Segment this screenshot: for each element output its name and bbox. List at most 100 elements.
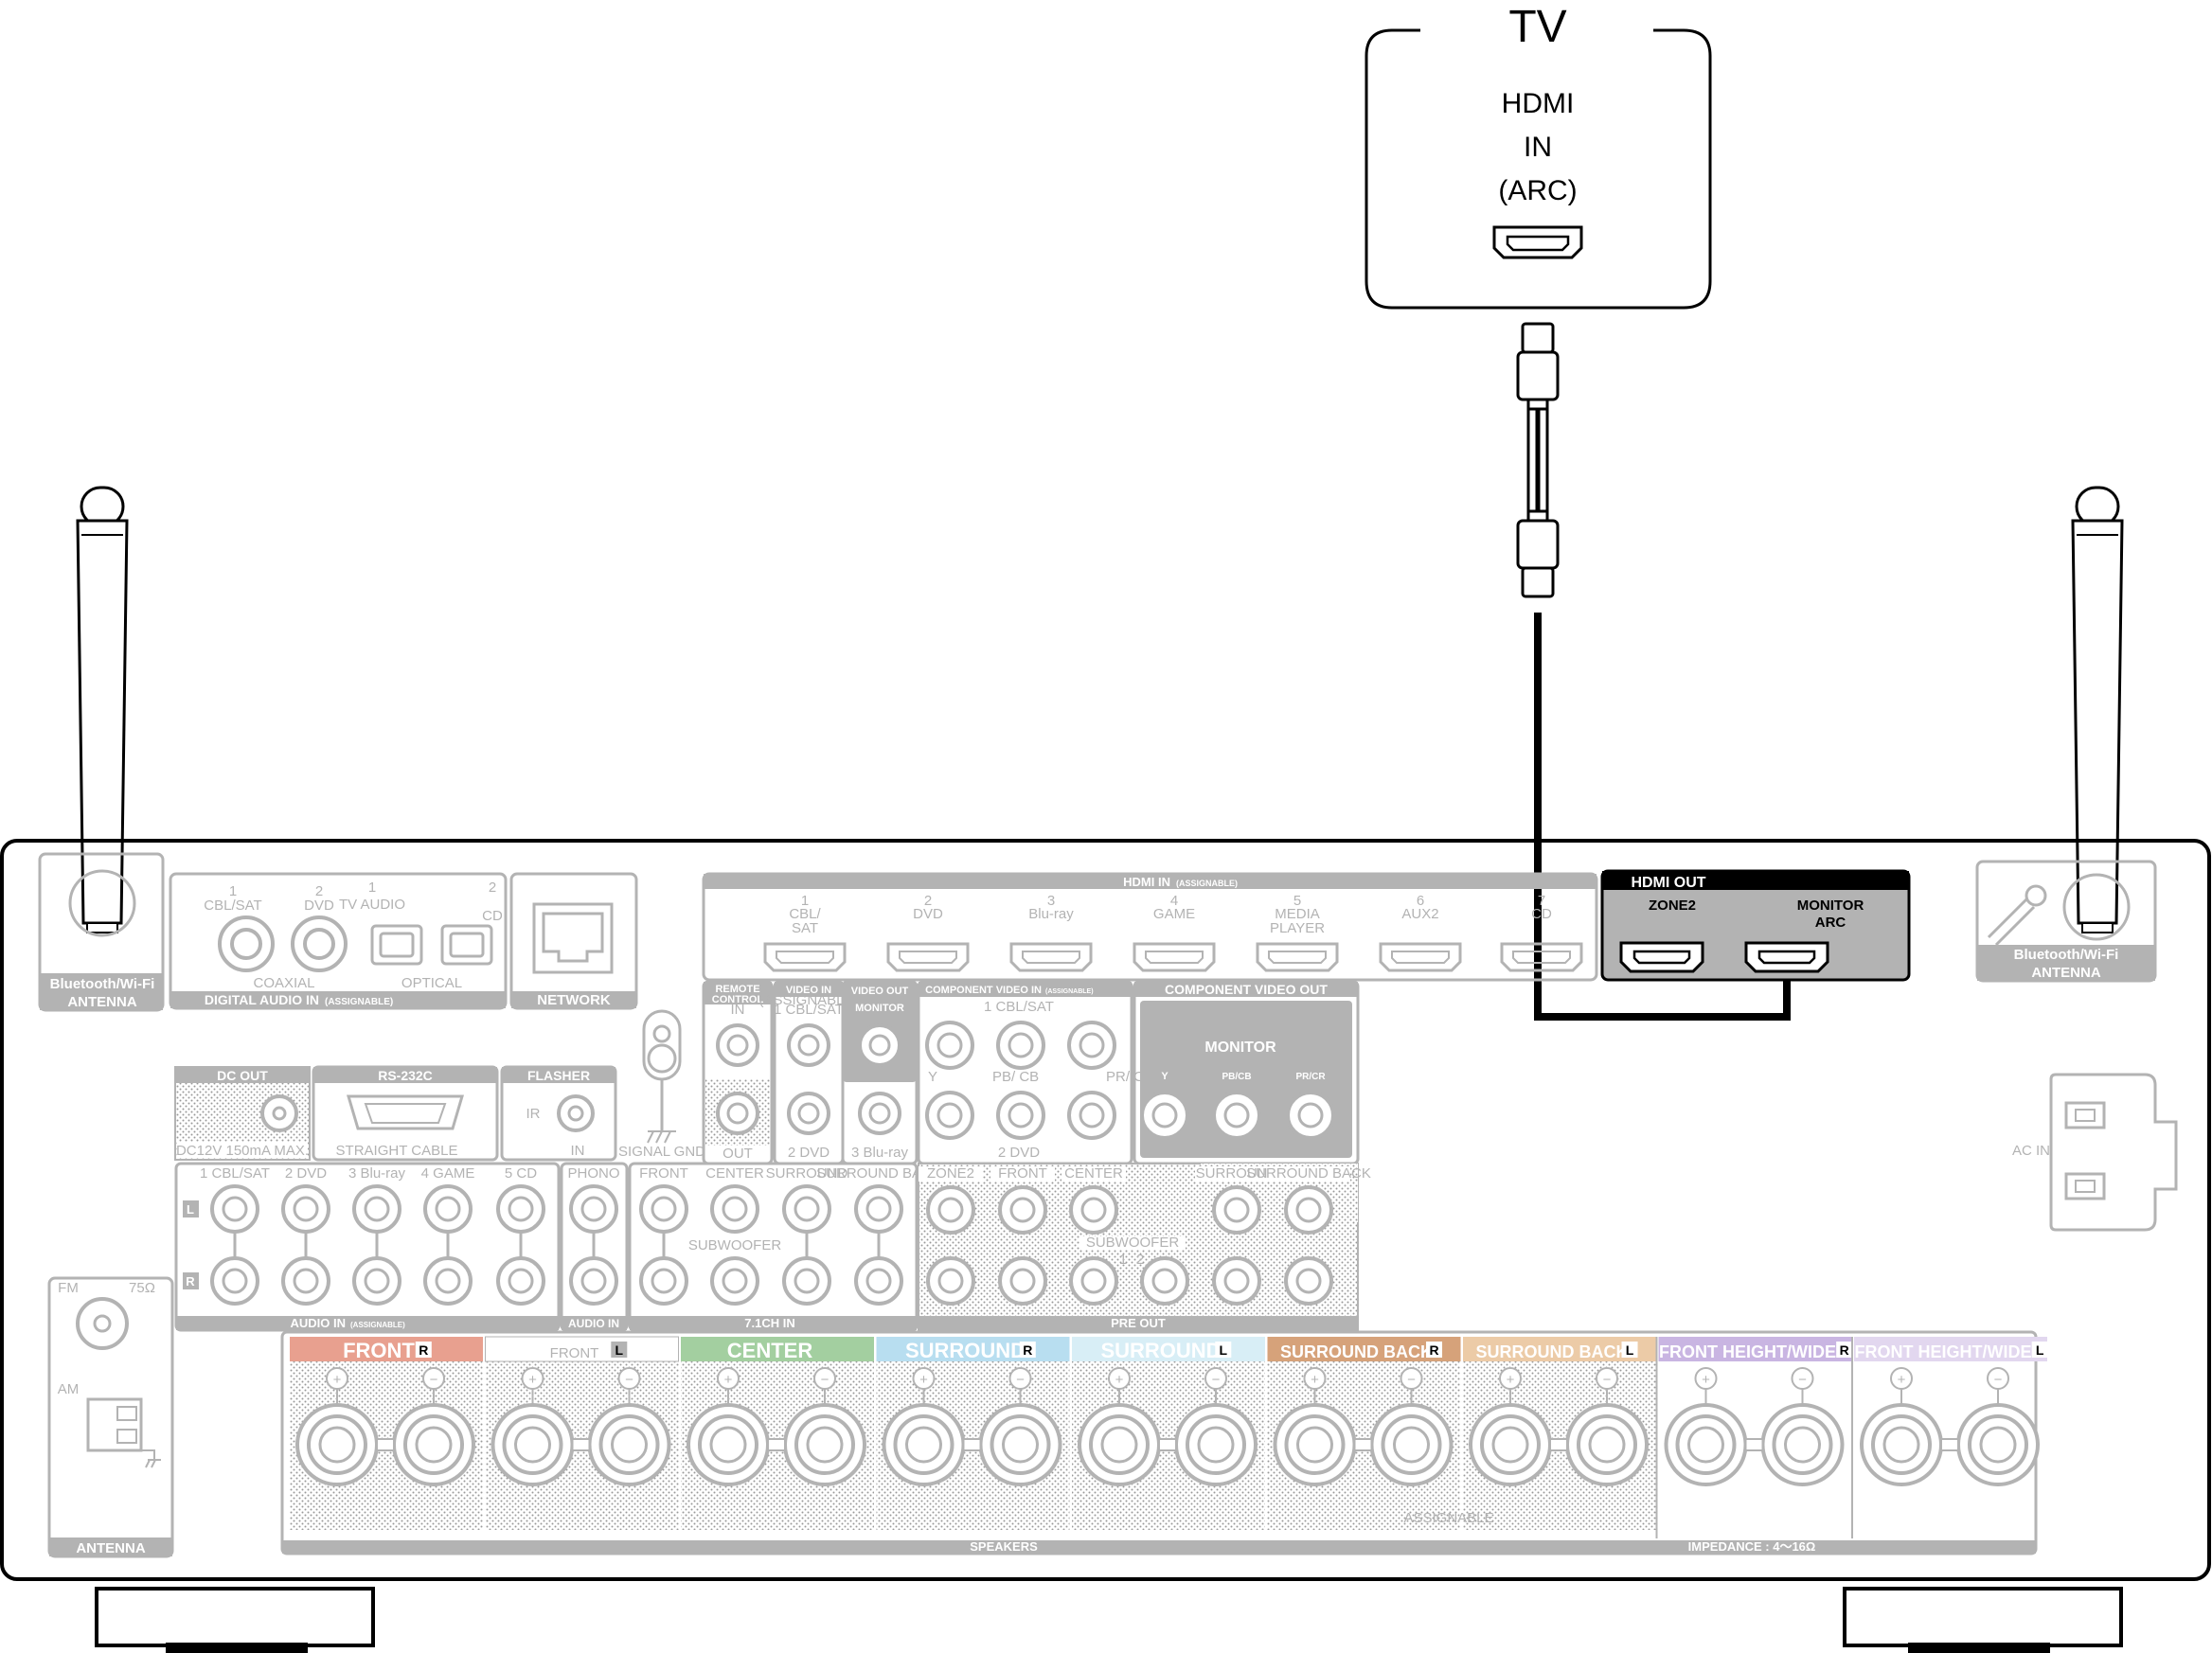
tv-title: TV xyxy=(1508,2,1566,52)
tv-port-line-3: (ARC) xyxy=(1498,175,1577,206)
speaker-channel-6-plus-terminal xyxy=(1273,1403,1357,1486)
tv-port-line-2: IN xyxy=(1524,132,1552,163)
speaker-channel-6-minus: − xyxy=(1407,1372,1416,1388)
speaker-channel-9-plus-terminal xyxy=(1860,1403,1943,1486)
speaker-channel-2-plus-icon: + xyxy=(521,1367,544,1390)
speaker-channel-2-plus: + xyxy=(528,1372,537,1388)
antenna-left xyxy=(76,486,129,933)
speaker-channel-7-plus-terminal xyxy=(1469,1403,1552,1486)
pre-out-3-label-bg xyxy=(1061,1166,1126,1182)
hdmi-in-3-num: 3 xyxy=(1047,893,1055,909)
speaker-channel-6-plus-icon: + xyxy=(1303,1367,1327,1390)
speaker-channel-9-minus: − xyxy=(1994,1372,2003,1388)
pre-out-1-label: ZONE2 xyxy=(927,1165,974,1182)
speaker-channel-9-minus-terminal xyxy=(1956,1403,2040,1486)
speaker-channel-3-minus: − xyxy=(821,1372,830,1388)
component-in-1-label: 1 CBL/SAT xyxy=(984,999,1054,1015)
component-in-2-label: 2 DVD xyxy=(998,1145,1040,1161)
optical-2-name: CD xyxy=(482,908,503,924)
audio-in-4-label: 4 GAME xyxy=(421,1165,475,1182)
pre-out-4-top-jack xyxy=(1212,1185,1261,1235)
speaker-channel-1-minus-icon: − xyxy=(422,1367,445,1390)
component-in-assignable: (ASSIGNABLE) xyxy=(1045,988,1094,995)
signal-gnd-label: SIGNAL GND xyxy=(618,1144,705,1160)
speaker-channel-7-minus-terminal xyxy=(1565,1403,1649,1486)
speaker-channel-5-side: L xyxy=(1219,1342,1227,1358)
speaker-channel-1-plus-terminal xyxy=(295,1403,379,1486)
optical-1-name: TV AUDIO xyxy=(339,897,405,913)
hdmi-in-5-port-icon xyxy=(1256,942,1339,972)
hdmi-in-7-port-icon xyxy=(1500,942,1583,972)
pre-out-1-label-bg xyxy=(919,1166,983,1182)
pre-out-1-bottom-jack xyxy=(926,1256,975,1306)
audio-in-5-label: 5 CD xyxy=(505,1165,537,1182)
ch71-1-top-jack xyxy=(639,1184,688,1234)
speaker-channel-4-minus: − xyxy=(1016,1372,1025,1388)
audio-in-2-l-jack xyxy=(281,1184,330,1234)
speaker-channel-3-minus-icon: − xyxy=(813,1367,836,1390)
hdmi-in-7-num: 7 xyxy=(1538,893,1545,909)
speaker-channel-8-header xyxy=(1658,1337,1852,1361)
phono-label: PHONO xyxy=(567,1165,619,1182)
remote-in-label: IN xyxy=(731,1002,745,1018)
foot-left-base xyxy=(166,1643,308,1653)
phono: PHONO AUDIO IN xyxy=(560,1162,629,1332)
dc-out-label: DC OUT xyxy=(217,1068,268,1083)
ch71-2-label: CENTER xyxy=(705,1165,764,1182)
speaker-channel-9-plus-icon: + xyxy=(1890,1367,1913,1390)
foot-left xyxy=(95,1587,375,1647)
receiver-chassis xyxy=(0,839,2211,1581)
rs232c-label: RS-232C xyxy=(378,1068,433,1083)
antenna-right xyxy=(2071,486,2124,933)
speaker-channel-3: CENTER+− xyxy=(681,1337,874,1530)
pre-out-2-top-jack xyxy=(998,1185,1047,1235)
audio-in-4-r-jack xyxy=(423,1256,473,1306)
speaker-channel-1-plus: + xyxy=(333,1372,342,1388)
speaker-channel-2-plus-terminal xyxy=(491,1403,575,1486)
speaker-channel-9-side: L xyxy=(2036,1342,2044,1358)
hdmi-in-5-num: 5 xyxy=(1293,893,1301,909)
pre-out-sub-2: 2 xyxy=(1136,1252,1144,1268)
rs232c: RS-232C STRAIGHT CABLE xyxy=(312,1065,499,1162)
foot-right-base xyxy=(1908,1643,2050,1653)
speaker-channel-8-name: FRONT HEIGHT/WIDE xyxy=(1659,1342,1836,1361)
hdmi-out-arc: ARC xyxy=(1815,915,1846,931)
optical-label: OPTICAL xyxy=(401,975,462,991)
digital-audio-assignable: (ASSIGNABLE) xyxy=(325,997,393,1007)
speaker-channel-9-header xyxy=(1854,1337,2047,1361)
ch71-2-bottom-jack xyxy=(710,1256,759,1306)
hdmi-in-7-name: CD xyxy=(1531,906,1552,922)
speaker-channel-2-minus: − xyxy=(625,1372,633,1388)
component-video-out: COMPONENT VIDEO OUT MONITOR Y PB/CB PR/C… xyxy=(1133,980,1360,1165)
hdmi-out: HDMI OUT ZONE2 MONITOR ARC xyxy=(1600,869,1911,982)
hdmi-plug-top-icon xyxy=(1516,322,1560,411)
speaker-channel-6-minus-terminal xyxy=(1369,1403,1454,1486)
speaker-channel-4-plus: + xyxy=(919,1372,928,1388)
speaker-channel-7-side: L xyxy=(1626,1342,1634,1358)
ch71-subwoofer: SUBWOOFER xyxy=(688,1237,782,1253)
remote-out-label: OUT xyxy=(722,1146,753,1162)
pre-out-subwoofer: SUBWOOFER xyxy=(1086,1235,1180,1251)
ch71-4-bottom-jack xyxy=(854,1256,903,1306)
hdmi-in-4-port-icon xyxy=(1133,942,1216,972)
pre-out-2-bottom-jack xyxy=(998,1256,1047,1306)
component-out-pr: PR/CR xyxy=(1295,1072,1326,1082)
receiver xyxy=(0,839,2211,1653)
speaker-channel-7-minus-icon: − xyxy=(1596,1367,1618,1390)
speaker-channel-9-name: FRONT HEIGHT/WIDE xyxy=(1855,1342,2032,1361)
component-in-pb-label: PB/ CB xyxy=(992,1069,1039,1085)
speaker-channel-6-name: SURROUND BACK xyxy=(1280,1342,1433,1361)
hdmi-in-3-name: Blu-ray xyxy=(1028,906,1074,922)
audio-in-3-label: 3 Blu-ray xyxy=(348,1165,406,1182)
pre-out-3-bottom-jack xyxy=(1069,1256,1118,1306)
speaker-channel-1-name: FRONT xyxy=(343,1339,415,1362)
